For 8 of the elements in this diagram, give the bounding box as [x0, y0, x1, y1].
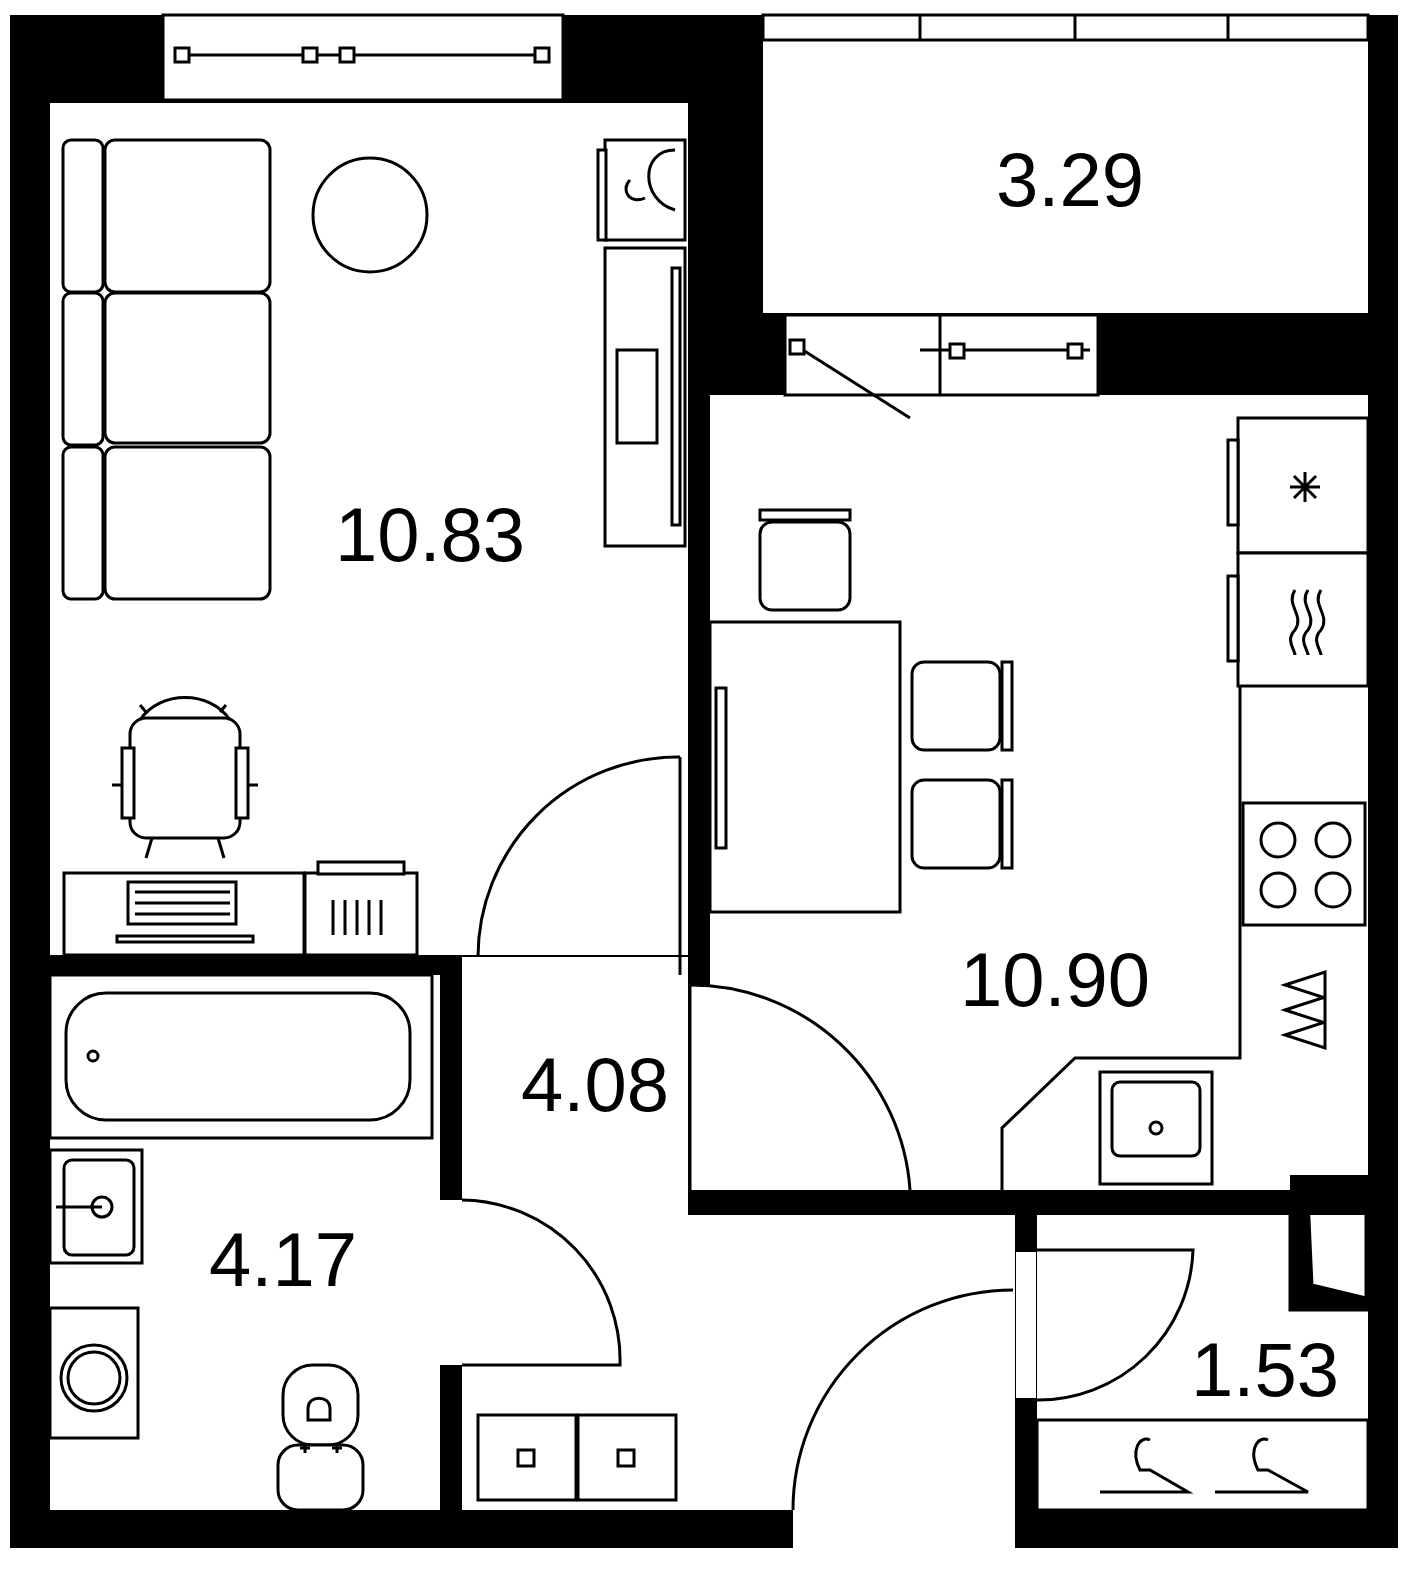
room-area-label: 4.08	[521, 1047, 669, 1123]
room-area-label: 10.90	[959, 942, 1151, 1018]
room-area-label: 10.83	[334, 497, 526, 573]
room-floor	[763, 40, 1368, 313]
room-area-label: 3.29	[996, 142, 1144, 218]
room-floor	[1037, 1215, 1368, 1510]
room-area-label: 4.17	[209, 1222, 357, 1298]
room-area-label: 1.53	[1191, 1332, 1339, 1408]
